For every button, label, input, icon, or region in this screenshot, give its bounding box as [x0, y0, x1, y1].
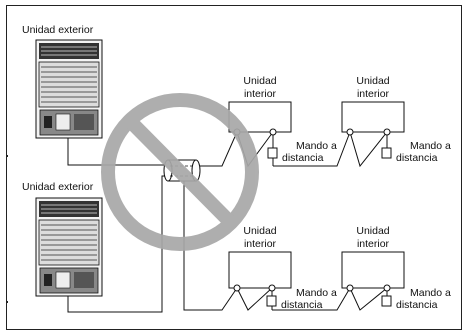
indoor-unit-1: Unidad interior	[228, 75, 292, 133]
indoor-unit-4: Unidad interior	[341, 225, 405, 289]
remote-label-line1: Mando a	[410, 287, 451, 299]
indoor-unit-2: Unidad interior	[341, 75, 405, 133]
wiring-bottom	[67, 175, 388, 313]
indoor-unit-label-line1: Unidad	[243, 75, 276, 87]
indoor-unit-label-line2: interior	[244, 88, 277, 100]
indoor-unit-label-line1: Unidad	[243, 225, 276, 237]
outdoor-unit-1	[35, 39, 103, 139]
figure-frame	[6, 5, 462, 330]
remote-label-line1: Mando a	[410, 140, 451, 152]
remote-label-line1: Mando a	[296, 140, 337, 152]
remote-controllers	[266, 147, 392, 307]
remote-label-line2: distancia	[281, 299, 323, 311]
indoor-unit-label-line1: Unidad	[356, 225, 389, 237]
frame-tick	[6, 301, 8, 303]
outdoor-unit-label: Unidad exterior	[22, 181, 94, 193]
indoor-unit-label-line2: interior	[357, 238, 390, 250]
indoor-unit-label-line2: interior	[357, 88, 390, 100]
terminal-dots	[233, 128, 391, 292]
frame-tick	[6, 155, 8, 157]
remote-label-line2: distancia	[396, 152, 438, 164]
indoor-unit-label-line2: interior	[244, 238, 277, 250]
remote-label-line1: Mando a	[296, 287, 337, 299]
outdoor-unit-label: Unidad exterior	[22, 24, 94, 36]
indoor-unit-label-line1: Unidad	[356, 75, 389, 87]
outdoor-unit-2	[35, 197, 103, 297]
remote-label-line2: distancia	[396, 299, 438, 311]
prohibited-icon	[101, 93, 259, 251]
indoor-unit-3: Unidad interior	[228, 225, 292, 289]
remote-label-line2: distancia	[282, 152, 324, 164]
